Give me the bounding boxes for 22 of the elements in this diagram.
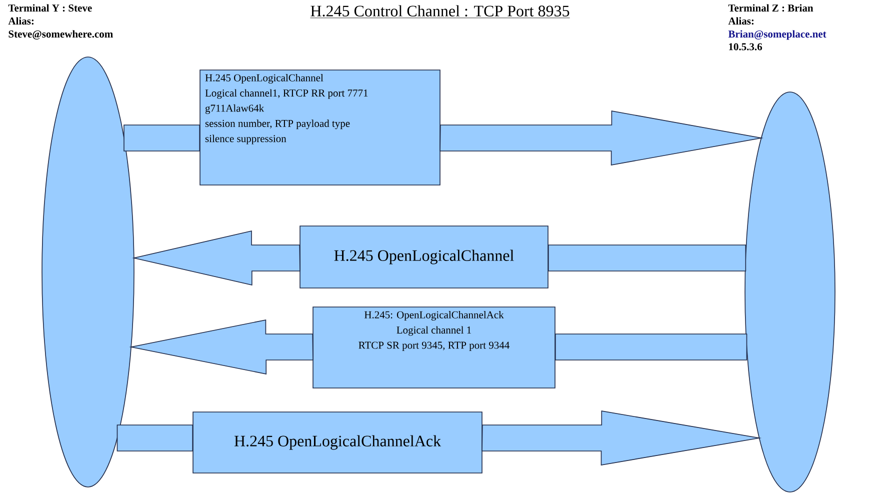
terminal-ellipse [744, 92, 836, 492]
block-arrow [555, 334, 748, 360]
block-arrow [116, 424, 194, 452]
terminal-ellipse [42, 56, 134, 488]
terminal-label: Brian@someplace.net [728, 30, 826, 40]
terminal-label: Alias: [728, 17, 754, 25]
message-box: H.245 OpenLogicalChannel [300, 226, 548, 288]
block-arrow [482, 410, 762, 466]
block-arrow [548, 244, 746, 272]
terminal-label: Steve@somewhere.com [8, 30, 113, 40]
terminal-label: Terminal Y : Steve [8, 4, 92, 12]
message-box: H.245 OpenLogicalChannelAck [192, 412, 482, 474]
terminal-label: Alias: [8, 17, 34, 25]
block-arrow [132, 230, 300, 286]
title: H.245 Control Channel : TCP Port 8935 [310, 5, 570, 18]
block-arrow [124, 124, 200, 152]
terminal-label: Terminal Z : Brian [728, 4, 814, 12]
message-box: H.245: OpenLogicalChannelAck Logical channel 1 RTCP SR port 9345, RTP port 9344 [312, 306, 556, 388]
block-arrow [129, 320, 314, 374]
terminal-label: 10.5.3.6 [729, 43, 762, 50]
message-box: H.245 OpenLogicalChannel Logical channel1, RTCP RR port 7771 g711Alaw64k session number, RTP payload type silence suppression [200, 70, 440, 186]
block-arrow [440, 110, 764, 166]
